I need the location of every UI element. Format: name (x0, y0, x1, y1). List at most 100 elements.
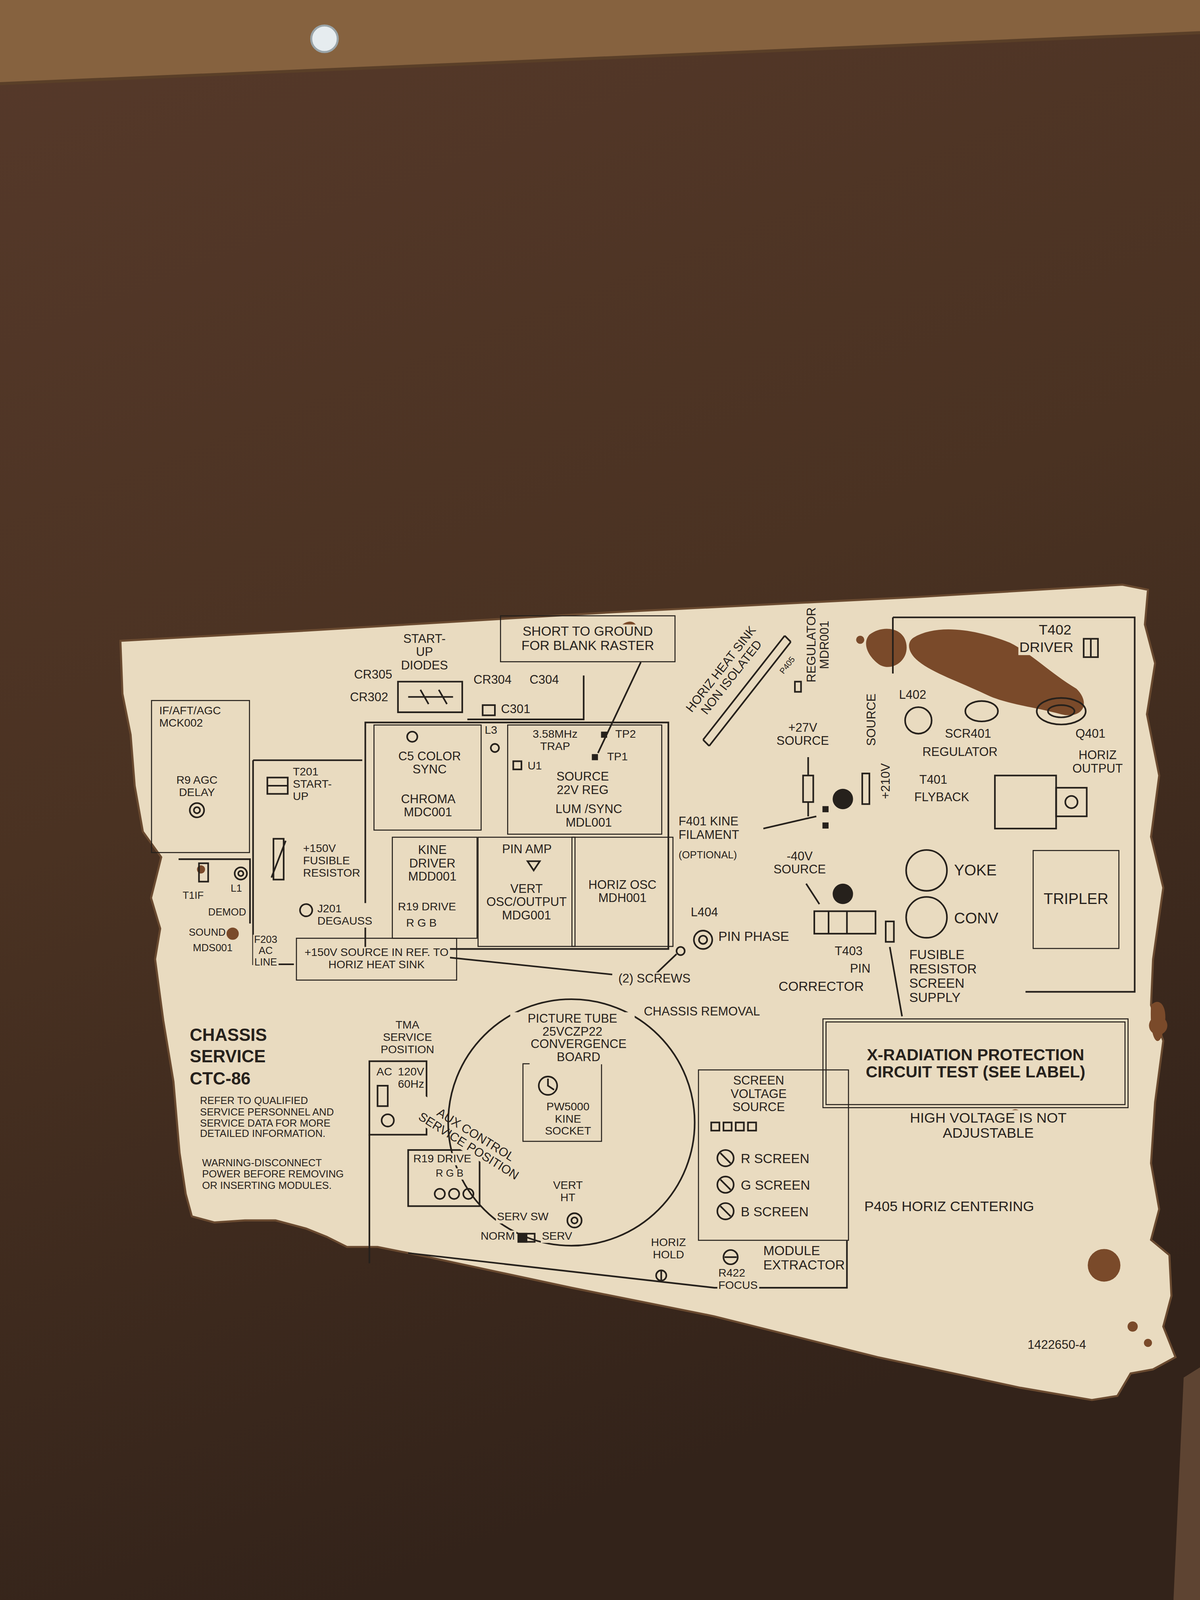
box-text: PICTURE TUBE 25VCZP22 (510, 1012, 635, 1039)
part-label: F203 AC LINE (253, 934, 279, 968)
part-label-holder: CORRECTOR (777, 979, 865, 995)
picture-tube: PICTURE TUBE 25VCZP22CONVERGENCE BOARDPW… (446, 998, 696, 1247)
box-text: +150V SOURCE IN REF. TO HORIZ HEAT SINK (303, 947, 450, 972)
part-label-holder: SCR401 (944, 727, 993, 741)
box-text: 3.58MHz TRAP (522, 728, 589, 753)
part-label: T403 (833, 944, 864, 958)
module-box: HORIZ OSC MDH001 (571, 836, 674, 948)
box-text: TP2 (614, 728, 637, 741)
box-text: R19 DRIVE (396, 901, 457, 914)
part-label: -40V SOURCE (772, 850, 827, 877)
part-label: HORIZ OUTPUT (1071, 748, 1124, 776)
part-label: L404 (689, 905, 720, 920)
part-label-holder: +150V FUSIBLE RESISTOR (301, 842, 362, 880)
part-label: AC (375, 1066, 393, 1079)
module-box: 3.58MHz TRAP TP2TP1U1SOURCE 22V REG LUM /S… (507, 724, 663, 835)
part-label: SOURCE (864, 692, 878, 747)
part-label: REGULATOR MDR001 (805, 603, 832, 686)
part-label-holder: +210V (878, 761, 893, 800)
part-label-holder: NORM (479, 1230, 517, 1243)
part-label: (OPTIONAL) (677, 850, 738, 862)
part-label-holder: R19 DRIVE (412, 1153, 473, 1166)
part-label: 120V 60Hz (396, 1066, 425, 1091)
part-label: VERT HT (551, 1179, 584, 1204)
part-label-holder: C304 (528, 673, 560, 687)
box-text: U1 (526, 760, 543, 773)
convergence-board: CONVERGENCE BOARDPW5000 KINE SOCKET (522, 1063, 603, 1142)
part-label-holder: L1 (229, 883, 244, 895)
part-label-holder: J201 DEGAUSS (316, 903, 374, 928)
part-label-holder: F401 KINE FILAMENT (677, 815, 764, 843)
part-label-holder: SERV (540, 1230, 574, 1243)
form-number-holder: 1422650-4 (1026, 1338, 1088, 1352)
tube-circle (448, 999, 695, 1246)
part-label: T401 (918, 773, 949, 787)
screen-voltage-box: SCREEN VOLTAGE SOURCER SCREENG SCREENB S… (698, 1069, 850, 1241)
part-label-holder: R G B (434, 1168, 465, 1180)
warning-note: WARNING-DISCONNECT POWER BEFORE REMOVING… (201, 1158, 357, 1192)
box-text: KINE DRIVER MDD001 (407, 844, 458, 884)
part-label-holder: TMA SERVICE POSITION (379, 1019, 436, 1056)
part-label: START-UP DIODES (400, 632, 449, 673)
part-label: YOKE (953, 862, 998, 879)
box-text: CONVERGENCE BOARD (529, 1037, 628, 1065)
box-text: CHROMA MDC001 (400, 792, 456, 820)
box-text: R SCREEN (739, 1151, 811, 1167)
part-label-holder: (OPTIONAL) (677, 850, 738, 862)
part-label: FUSIBLE RESISTOR SCREEN SUPPLY (908, 948, 978, 1006)
part-label: C304 (528, 673, 560, 687)
box-text-holder: SOURCE 22V REG (548, 770, 617, 797)
part-label: L402 (898, 688, 928, 702)
part-label-holder: R422 FOCUS (717, 1267, 759, 1292)
part-label-holder: SOURCE (864, 692, 878, 747)
box-text: G SCREEN (739, 1178, 812, 1193)
box-text-holder: IF/AFT/AGC MCK002 (158, 705, 223, 730)
part-label: J201 DEGAUSS (316, 903, 374, 928)
box-text: TRIPLER (1042, 891, 1110, 908)
part-label-holder: HORIZ HOLD (650, 1236, 687, 1262)
part-label-holder: P405 HORIZ CENTERING (863, 1198, 1035, 1215)
part-label: R422 FOCUS (717, 1267, 759, 1292)
part-label: NORM (479, 1230, 517, 1243)
part-label: MDS001 (191, 942, 234, 954)
part-label-holder: PIN (848, 962, 872, 976)
part-label-holder: HORIZ OUTPUT (1071, 748, 1124, 776)
box-text-holder: CHROMA MDC001 (400, 792, 456, 820)
box-text: TP1 (605, 751, 629, 764)
box-text: HORIZ OSC MDH001 (578, 878, 667, 906)
part-label-holder: CR304 (472, 673, 513, 687)
part-label: P405 HORIZ CENTERING (863, 1198, 1035, 1215)
part-label: FLYBACK (913, 790, 970, 804)
box-text: IF/AFT/AGC MCK002 (158, 705, 223, 730)
part-label-holder: L3 (483, 724, 499, 737)
part-label: R19 DRIVE (412, 1153, 473, 1166)
part-label: TMA SERVICE POSITION (379, 1019, 436, 1056)
part-label-holder: +27V SOURCE (775, 721, 830, 749)
chassis-title-holder: CHASSIS SERVICE CTC-86 (188, 1024, 268, 1090)
part-label: T1IF (181, 890, 205, 902)
box-text-holder: LUM /SYNC MDL001 (546, 803, 631, 830)
part-label-holder: T402 (1037, 622, 1073, 639)
part-label: (2) SCREWS (617, 972, 692, 986)
part-label-holder: SOUND (187, 927, 227, 939)
part-label-holder: MDS001 (191, 942, 234, 954)
box-text-holder: TP2 (614, 728, 637, 741)
part-label: L3 (483, 724, 499, 737)
chassis-title: CHASSIS SERVICE CTC-86 (188, 1024, 268, 1090)
part-label-holder: F203 AC LINE (253, 934, 279, 968)
part-label-holder: FLYBACK (913, 790, 970, 804)
part-label: CR302 (348, 690, 389, 704)
part-label: SOUND (187, 927, 227, 939)
box-text-holder: KINE DRIVER MDD001 (407, 844, 458, 884)
part-label-holder: CHASSIS REMOVAL (642, 1005, 762, 1019)
module-box: KINE DRIVER MDD001R19 DRIVER G B (391, 836, 478, 939)
box-text: VERT OSC/OUTPUT MDG001 (481, 882, 572, 923)
part-label: REGULATOR (921, 746, 999, 760)
part-label-holder: C301 (500, 703, 532, 717)
part-label-holder: CONV (953, 910, 1000, 927)
warning-box: X-RADIATION PROTECTION CIRCUIT TEST (SEE… (822, 1018, 1129, 1108)
part-label: CR304 (472, 673, 513, 687)
part-label: T201 START-UP (291, 766, 333, 803)
part-label: Q401 (1074, 727, 1107, 741)
